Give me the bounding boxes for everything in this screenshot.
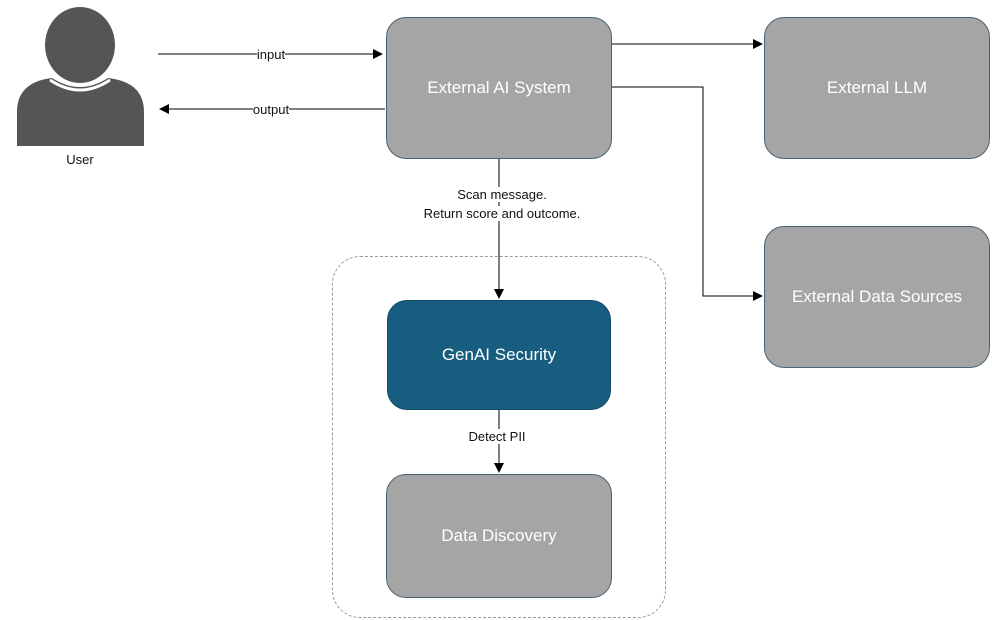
output-label: output [252,102,290,117]
user-label: User [66,152,94,167]
genai-security-box[interactable]: GenAI Security [387,300,611,410]
external-data-sources-label: External Data Sources [791,287,963,306]
user-icon [17,7,144,146]
return-score-label: Return score and outcome. [423,206,581,221]
input-label: input [256,47,286,62]
security-zone [332,256,666,618]
data-discovery-box[interactable]: Data Discovery [386,474,612,598]
external-llm-box[interactable]: External LLM [764,17,990,159]
data-discovery-label: Data Discovery [441,526,557,545]
genai-security-label: GenAI Security [441,345,557,364]
arrow-to-data-sources [612,86,763,301]
external-ai-system-box[interactable]: External AI System [386,17,612,159]
scan-message-label: Scan message. [457,187,547,202]
external-data-sources-box[interactable]: External Data Sources [764,226,990,368]
external-ai-system-label: External AI System [427,78,571,97]
external-llm-label: External LLM [826,78,928,97]
detect-pii-label: Detect PII [468,429,526,444]
